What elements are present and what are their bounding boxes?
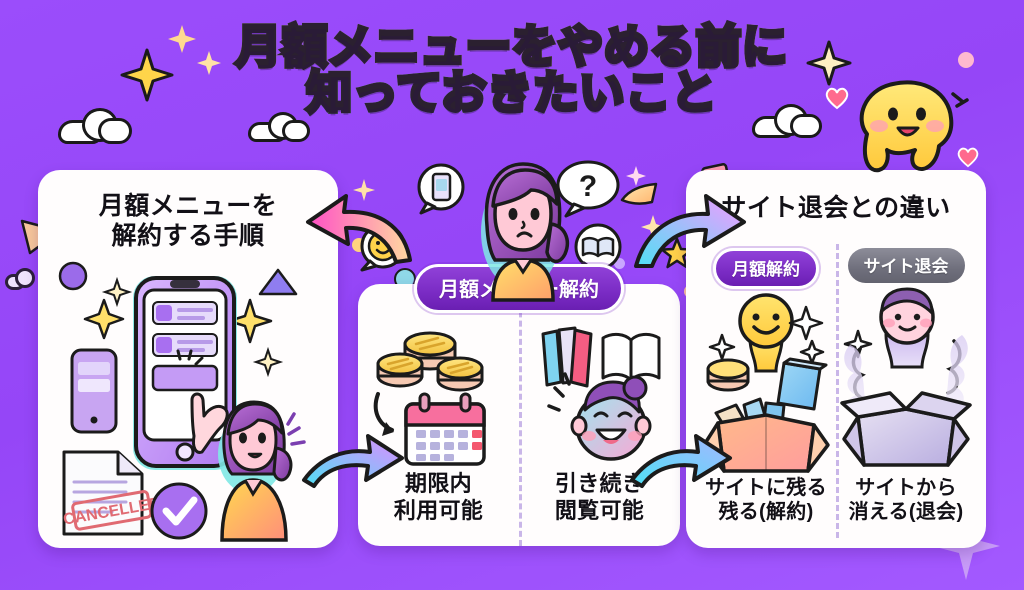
happy-blob-mascot-icon [859,80,969,173]
right-card-divider [836,244,839,538]
cloud-icon [5,268,35,290]
arrow-to-left-card [306,194,412,264]
left-card-title: 月額メニューを 解約する手順 [38,170,338,251]
middle-right-caption-line-1: 引き続き [554,471,645,497]
arrow-mid-left-in [302,434,404,488]
title-line-2: 知っておきたいこと [0,65,1024,121]
middle-right-caption-line-2: 閲覧可能 [554,497,645,523]
arrow-mid-right-out [630,434,732,488]
leave-site-illustration [840,287,972,467]
page-title: 月額メニューをやめる前に 知っておきたいこと [0,19,1024,121]
coins-calendar-illustration [373,331,486,466]
right-card-badge-left: 月額解約 [713,248,819,289]
right-right-caption-line-2: 消える(退会) [848,501,964,523]
right-left-caption-line-2: 残る(解約) [718,501,814,523]
right-card-caption-left: サイトに残る 残る(解約) [696,476,836,524]
right-card: サイト退会との違い 月額解約 [686,170,986,548]
right-card-badge-right: サイト退会 [847,248,965,283]
middle-card: 月額メニュー解約 [358,264,680,546]
worried-woman-icon [481,162,570,302]
left-card-title-line-2: 解約する手順 [111,221,265,250]
left-card-title-line-1: 月額メニューを [98,192,278,220]
middle-card-divider [519,284,522,546]
left-card: 月額メニューを 解約する手順 [38,170,338,548]
left-card-illustration: CANCELLED [58,261,306,542]
title-line-1: 月額メニューをやめる前に [0,19,1024,75]
right-card-title: サイト退会との違い [721,194,951,222]
right-right-caption-line-1: サイトから [855,477,957,499]
middle-card-caption-right: 引き続き 閲覧可能 [519,471,680,524]
arrow-to-right-card [634,194,746,268]
middle-left-caption-line-1: 期限内 [405,471,472,497]
right-card-panes: 月額解約 [696,244,976,538]
right-card-caption-right: サイトから 消える(退会) [836,476,976,524]
right-left-caption-line-1: サイトに残る [705,477,827,499]
middle-card-column-right: 引き続き 閲覧可能 [519,284,680,546]
books-face-illustration [541,326,660,461]
middle-left-caption-line-2: 利用可能 [393,497,484,523]
middle-card-caption-left: 期限内 利用可能 [358,471,519,524]
middle-card-column-left: 期限内 利用可能 [358,284,519,546]
right-card-column-right: サイト退会 [836,244,976,538]
